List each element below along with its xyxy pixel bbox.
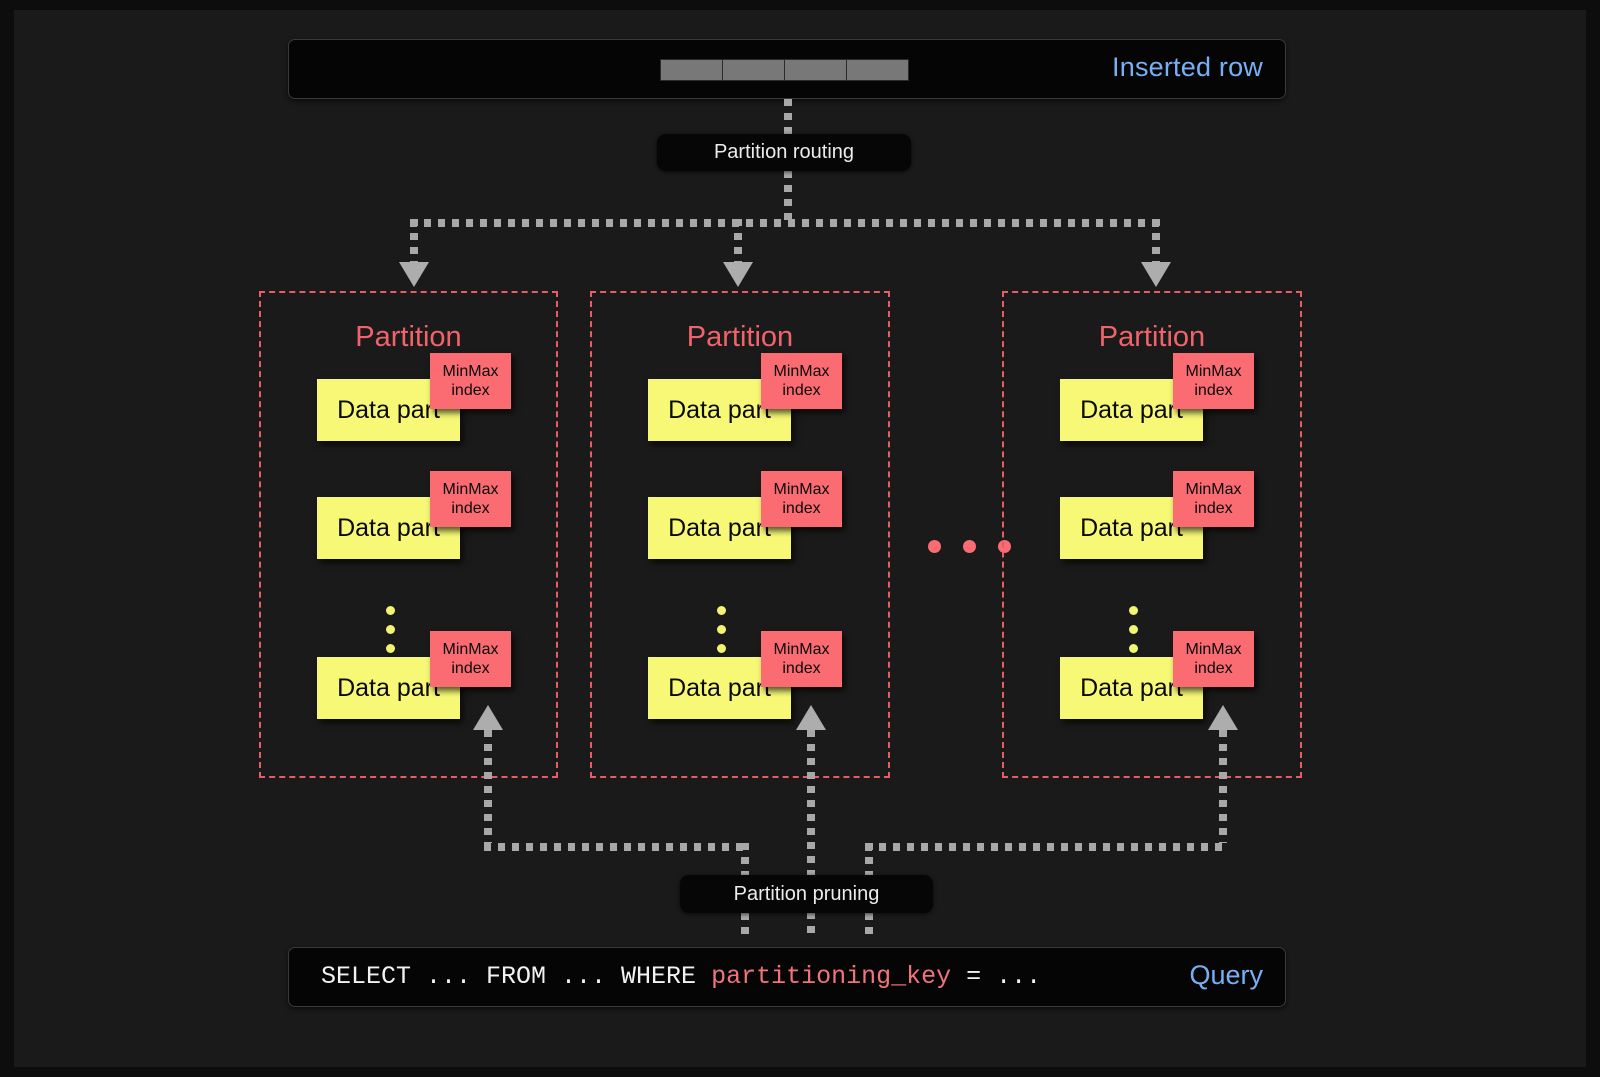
partition-pruning-box: Partition pruning [680, 875, 933, 913]
query-sql-text: SELECT ... FROM ... WHERE partitioning_k… [321, 962, 1041, 991]
ellipsis-dot [386, 606, 395, 615]
minmax-index-line2: index [451, 500, 490, 517]
minmax-index-line2: index [1194, 382, 1233, 399]
minmax-index-line1: MinMax [442, 481, 499, 498]
minmax-index-line1: MinMax [442, 641, 499, 658]
partition-box-3: Partition MinMax index Data part MinMax … [1002, 291, 1302, 778]
minmax-index-box: MinMax index [1173, 631, 1254, 687]
row-cell [846, 59, 909, 81]
arrow-down-partition-3 [1141, 262, 1171, 287]
partition-box-2: Partition MinMax index Data part MinMax … [590, 291, 890, 778]
minmax-index-line2: index [782, 500, 821, 517]
minmax-index-box: MinMax index [761, 353, 842, 409]
sql-suffix: = ... [951, 962, 1042, 991]
data-part-ellipsis [386, 606, 395, 653]
arrow-up-partition-2 [796, 705, 826, 730]
sql-prefix: SELECT ... FROM ... WHERE [321, 962, 712, 991]
minmax-index-line2: index [1194, 660, 1233, 677]
connector-pruning-bus-left [484, 843, 749, 851]
minmax-index-line1: MinMax [1185, 641, 1242, 658]
data-part-ellipsis [717, 606, 726, 653]
connector-routing-bus [410, 219, 1160, 227]
arrow-up-partition-3 [1208, 705, 1238, 730]
minmax-index-box: MinMax index [761, 631, 842, 687]
partition-title: Partition [355, 321, 462, 353]
minmax-index-box: MinMax index [1173, 471, 1254, 527]
connector-drop-partition-3 [1152, 219, 1160, 267]
partition-ellipsis [928, 540, 1011, 553]
query-banner: SELECT ... FROM ... WHERE partitioning_k… [288, 947, 1286, 1007]
connector-drop-partition-2 [734, 219, 742, 267]
ellipsis-dot [998, 540, 1011, 553]
row-cell [660, 59, 723, 81]
connector-pruning-partition-3 [1219, 730, 1227, 843]
partition-box-1: Partition MinMax index Data part MinMax … [259, 291, 558, 778]
minmax-index-box: MinMax index [761, 471, 842, 527]
row-cell [722, 59, 785, 81]
connector-pruning-partition-2 [807, 730, 815, 940]
ellipsis-dot [386, 625, 395, 634]
data-part-box: Data part [648, 497, 791, 559]
partition-title: Partition [686, 321, 794, 353]
ellipsis-dot [717, 644, 726, 653]
row-cell [784, 59, 847, 81]
connector-row-to-routing [784, 99, 792, 135]
minmax-index-line1: MinMax [773, 363, 830, 380]
arrow-down-partition-2 [723, 262, 753, 287]
sql-partitioning-key: partitioning_key [711, 962, 952, 991]
minmax-index-line1: MinMax [773, 641, 830, 658]
ellipsis-dot [1129, 644, 1138, 653]
connector-pruning-bus-right [865, 843, 1227, 851]
query-label: Query [1189, 960, 1263, 990]
arrow-up-partition-1 [473, 705, 503, 730]
minmax-index-line1: MinMax [442, 363, 499, 380]
minmax-index-line1: MinMax [1185, 481, 1242, 498]
connector-pruning-partition-1 [484, 730, 492, 843]
minmax-index-box: MinMax index [430, 631, 511, 687]
data-part-box: Data part [317, 497, 460, 559]
minmax-index-box: MinMax index [1173, 353, 1254, 409]
connector-routing-to-bus [784, 171, 792, 221]
data-part-ellipsis [1129, 606, 1138, 653]
row-cells-group [660, 59, 909, 81]
minmax-index-line2: index [782, 660, 821, 677]
ellipsis-dot [386, 644, 395, 653]
arrow-down-partition-1 [399, 262, 429, 287]
minmax-index-line2: index [1194, 500, 1233, 517]
minmax-index-line2: index [451, 660, 490, 677]
minmax-index-line1: MinMax [773, 481, 830, 498]
minmax-index-line2: index [782, 382, 821, 399]
connector-drop-partition-1 [410, 219, 418, 267]
ellipsis-dot [928, 540, 941, 553]
ellipsis-dot [717, 625, 726, 634]
data-part-box: Data part [1060, 497, 1203, 559]
minmax-index-box: MinMax index [430, 353, 511, 409]
ellipsis-dot [963, 540, 976, 553]
ellipsis-dot [1129, 625, 1138, 634]
minmax-index-box: MinMax index [430, 471, 511, 527]
minmax-index-line2: index [451, 382, 490, 399]
inserted-row-label: Inserted row [1112, 52, 1263, 82]
minmax-index-line1: MinMax [1185, 363, 1242, 380]
inserted-row-banner: Inserted row [288, 39, 1286, 99]
partition-routing-box: Partition routing [657, 134, 911, 171]
ellipsis-dot [717, 606, 726, 615]
ellipsis-dot [1129, 606, 1138, 615]
partition-title: Partition [1098, 321, 1206, 353]
